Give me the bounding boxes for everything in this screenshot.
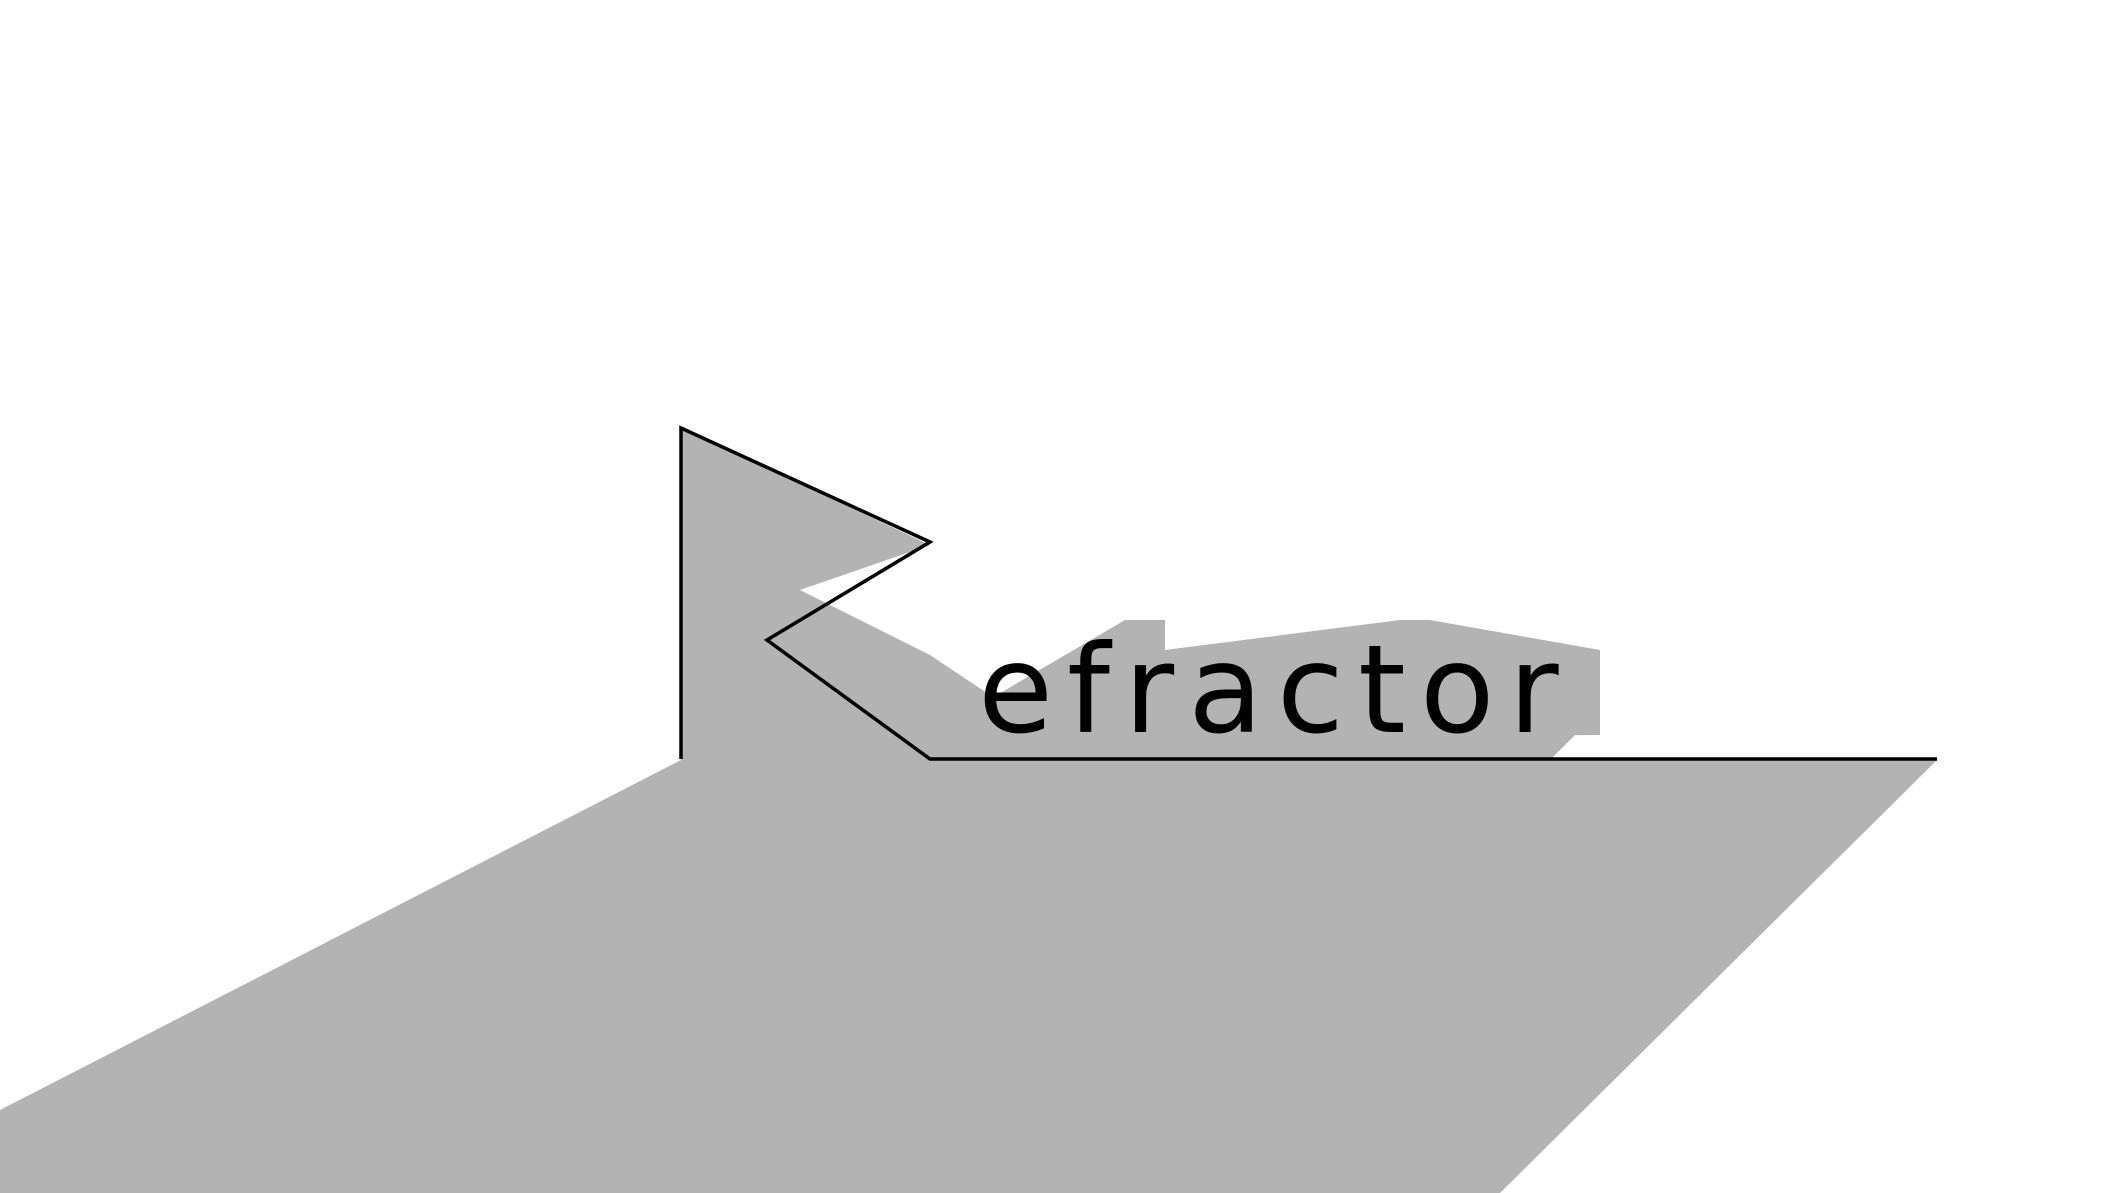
logo-r-outline — [679, 425, 1937, 761]
logo-shadow-letters — [920, 620, 1600, 740]
logo-shadow — [0, 428, 1937, 1193]
logo-wordmark: efractor — [978, 619, 1573, 761]
